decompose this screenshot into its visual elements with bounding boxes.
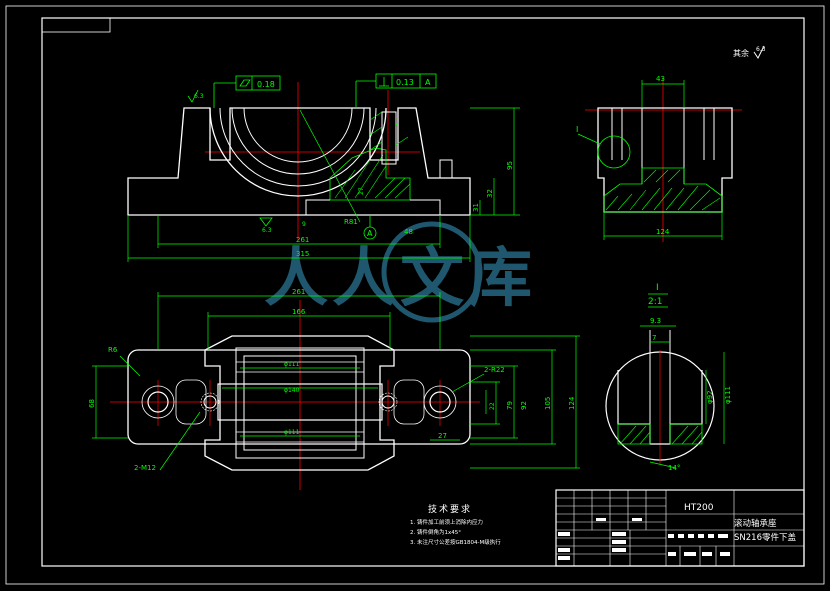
flatness-tol: 0.18	[257, 80, 275, 89]
dim-2-m12: 2-M12	[134, 464, 156, 472]
top-housing-outline	[204, 335, 395, 471]
dim-124-side: 124	[656, 228, 670, 236]
dim-43: 43	[656, 75, 665, 83]
dim-95: 95	[506, 161, 514, 170]
tech-title: 技术要求	[428, 503, 472, 515]
m12-hole-left	[203, 395, 217, 409]
perp-datum: A	[425, 78, 431, 87]
dim-r81: R81	[344, 218, 358, 226]
rough-bottom-value: 6.3	[262, 227, 272, 234]
roughness-bottom: 6.3	[259, 217, 273, 234]
top-view: 261 166 R6 68 φ111 φ140 φ111 2-R22 2-M12…	[88, 288, 580, 490]
datum-a: A	[363, 215, 377, 240]
tech-item-3: 3. 未注尺寸公差按GB1804-M级执行	[410, 538, 501, 546]
dim-22: 22	[489, 402, 496, 410]
dim-2-r22: 2-R22	[484, 366, 505, 374]
title-block: HT200 滚动轴承座 SN216零件下盖	[555, 489, 805, 567]
outer-border	[5, 5, 825, 585]
side-detail-ref: I	[576, 125, 578, 134]
dim-31: 31	[472, 203, 480, 212]
datum-label: A	[367, 229, 373, 238]
dim-261-top: 261	[292, 288, 305, 296]
side-view: I 43 124	[576, 75, 742, 242]
dim-27-front: 27	[358, 187, 365, 195]
bearing-bore	[209, 107, 387, 197]
bolt-hole-left	[147, 391, 169, 413]
flatness-frame: 0.18	[213, 75, 281, 108]
perpendicularity-frame: 0.13 A	[355, 73, 437, 108]
detail-ref-circle	[597, 135, 631, 169]
part-name-1: 滚动轴承座	[734, 518, 777, 529]
dim-92: 92	[520, 401, 528, 410]
top-base-outline	[127, 349, 471, 445]
dim-111-bottom: φ111	[284, 429, 300, 436]
front-section-hatch	[329, 147, 411, 201]
inner-border	[41, 17, 805, 567]
tech-item-1: 1. 铸件加工前须上消除内应力	[410, 518, 483, 526]
rough-top-value: 6.3	[194, 93, 204, 100]
part-name-2: SN216零件下盖	[734, 532, 796, 543]
dim-166: 166	[292, 308, 306, 316]
roughness-top: 6.3	[187, 89, 204, 103]
bolt-hole-right	[429, 391, 451, 413]
roughness-header: 其余 6.3	[733, 45, 766, 59]
dim-261-front: 261	[296, 236, 309, 244]
perp-tol: 0.13	[396, 78, 414, 87]
dim-9-3: 9.3	[650, 317, 661, 325]
dim-48-front: 48	[404, 228, 413, 236]
dim-79: 79	[506, 401, 514, 410]
detail-scale: 2:1	[648, 297, 662, 307]
dim-140: φ140	[284, 387, 300, 394]
tech-item-2: 2. 铸件倒角为1x45°	[410, 528, 461, 536]
dim-9-front: 9	[302, 221, 306, 228]
dim-111-top: φ111	[284, 361, 300, 368]
dim-7: 7	[652, 334, 656, 342]
dim-92-detail: φ92	[706, 390, 714, 404]
front-view: 0.18 0.13 A 6.3 6.3 A	[127, 73, 520, 262]
watermark-text: 人人文库	[264, 242, 536, 316]
material: HT200	[684, 503, 714, 513]
dim-27-top: 27	[438, 432, 447, 440]
dim-105: 105	[544, 397, 552, 410]
roughness-value: 6.3	[756, 46, 766, 53]
corner-box	[41, 17, 111, 33]
roughness-note: 其余	[733, 48, 749, 58]
dim-14-deg: 14°	[668, 464, 680, 472]
dim-111-detail: φ111	[724, 386, 732, 404]
dim-r6: R6	[108, 346, 118, 354]
detail-label: I	[656, 283, 659, 293]
side-section-hatch	[603, 167, 723, 213]
detail-hatch	[617, 423, 703, 445]
dim-68: 68	[88, 399, 96, 408]
watermark: 人人文库	[264, 221, 536, 323]
dim-124-top: 124	[568, 396, 576, 410]
dim-32: 32	[486, 189, 494, 198]
tech-requirements: 技术要求 1. 铸件加工前须上消除内应力 2. 铸件倒角为1x45° 3. 未注…	[410, 503, 501, 546]
detail-view: I 2:1 9.3 7 φ92 φ111 14°	[605, 283, 732, 472]
dim-315: 315	[296, 250, 309, 258]
